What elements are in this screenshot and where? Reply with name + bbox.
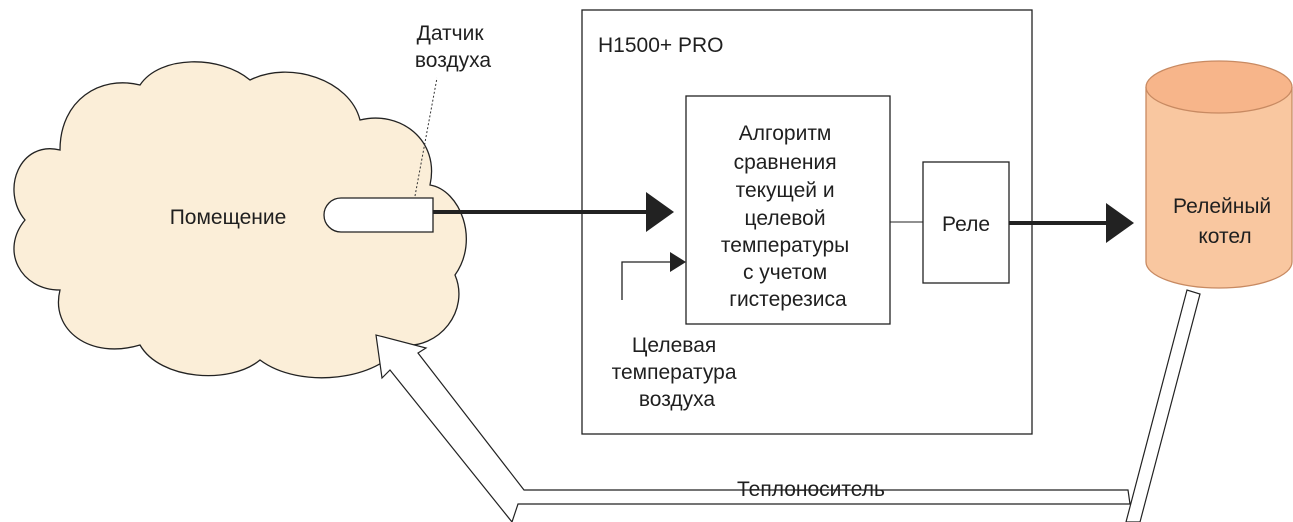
algorithm-box — [685, 95, 891, 325]
target-temp-arrowhead — [670, 252, 686, 272]
algorithm-label: Алгоритм сравнения текущей и целевой тем… — [721, 122, 855, 311]
sensor-label: Датчик воздуха — [415, 22, 492, 72]
coolant-label: Теплоноситель — [737, 478, 885, 501]
target-temp-connector — [621, 261, 670, 300]
air-sensor — [323, 197, 434, 233]
target-temp-label: Целевая температура воздуха — [612, 334, 743, 411]
boiler-label: Релейный котел — [1173, 195, 1277, 248]
coolant-return-arrow — [375, 289, 1201, 522]
relay-box — [922, 161, 1010, 284]
room-label: Помещение — [170, 206, 287, 229]
boiler-top — [1145, 60, 1293, 114]
relay-label: Реле — [942, 213, 990, 236]
boiler-body — [1145, 87, 1293, 289]
device-title: H1500+ PRO — [598, 34, 724, 57]
sensor-leader-line — [414, 77, 438, 197]
room-cloud — [13, 61, 467, 379]
